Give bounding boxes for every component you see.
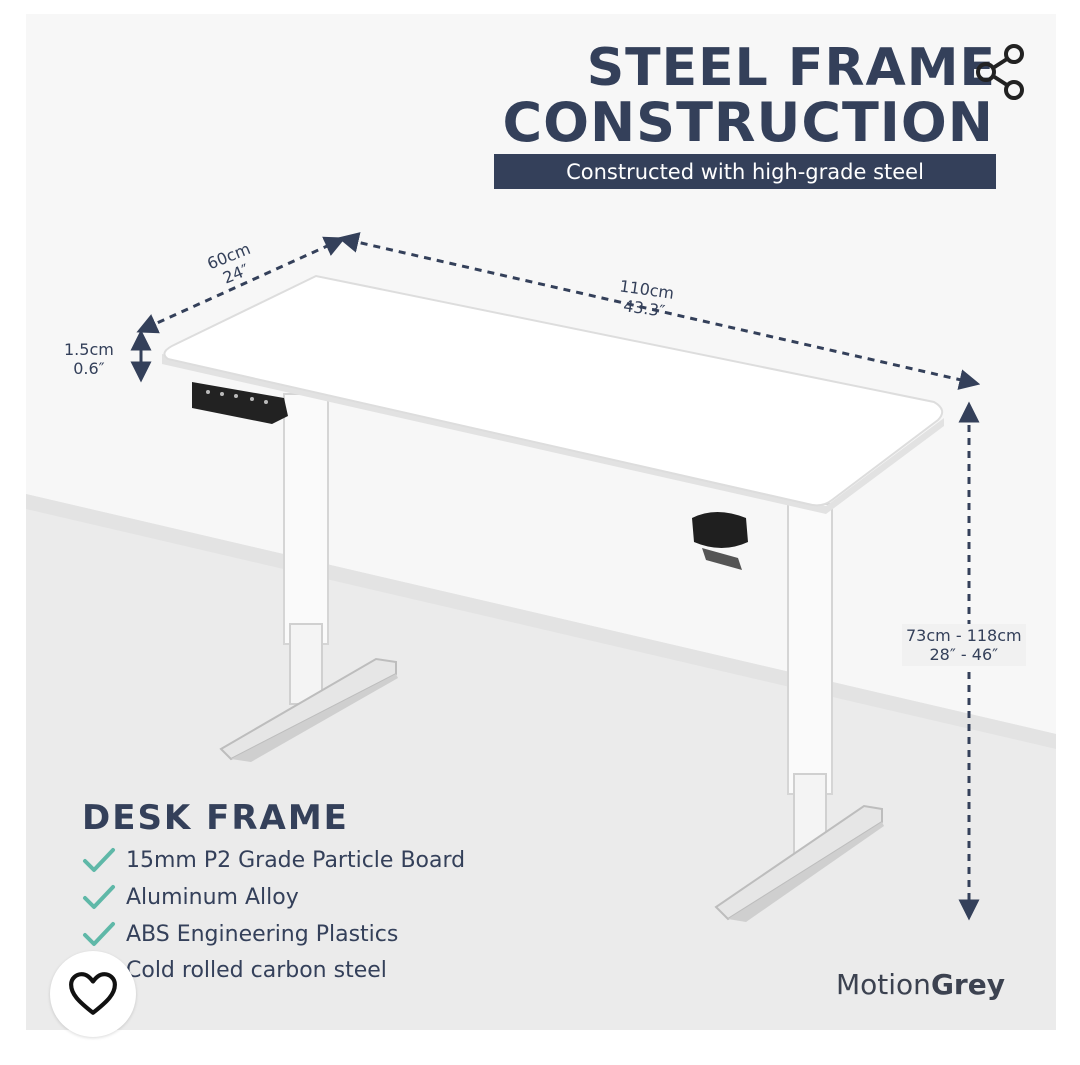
feature-label: Aluminum Alloy <box>126 884 299 910</box>
product-image: STEEL FRAME CONSTRUCTION Constructed wit… <box>26 14 1056 1030</box>
brand-logo: MotionGrey <box>836 968 1005 1001</box>
width-label: 110cm 43.3″ <box>616 276 675 322</box>
check-icon <box>83 848 115 872</box>
feature-item: ABS Engineering Plastics <box>82 920 398 948</box>
desk-frame-heading: DESK FRAME <box>82 798 349 838</box>
subtitle-banner: Constructed with high-grade steel <box>494 154 996 189</box>
thickness-label: 1.5cm 0.6″ <box>64 340 114 378</box>
title-line-2: CONSTRUCTION <box>502 91 994 154</box>
feature-label: ABS Engineering Plastics <box>126 921 399 947</box>
height-in: 28″ - 46″ <box>929 645 999 665</box>
height-cm: 73cm - 118cm <box>906 626 1022 645</box>
share-button[interactable] <box>968 40 1032 104</box>
feature-label: Cold rolled carbon steel <box>126 957 387 983</box>
feature-item: Cold rolled carbon steel <box>82 956 387 984</box>
check-icon <box>83 885 115 909</box>
thickness-in: 0.6″ <box>73 359 105 379</box>
brand-suffix: Grey <box>930 968 1005 1001</box>
favorite-button[interactable] <box>50 951 136 1037</box>
title-line-1: STEEL FRAME <box>586 38 996 98</box>
heart-icon <box>69 972 117 1015</box>
height-label: 73cm - 118cm 28″ - 46″ <box>902 624 1026 667</box>
share-icon <box>976 44 1024 100</box>
feature-label: 15mm P2 Grade Particle Board <box>126 847 466 873</box>
feature-item: Aluminum Alloy <box>82 883 299 911</box>
thickness-cm: 1.5cm <box>64 340 114 359</box>
feature-item: 15mm P2 Grade Particle Board <box>82 846 465 874</box>
check-icon <box>83 922 115 946</box>
brand-prefix: Motion <box>836 968 931 1001</box>
